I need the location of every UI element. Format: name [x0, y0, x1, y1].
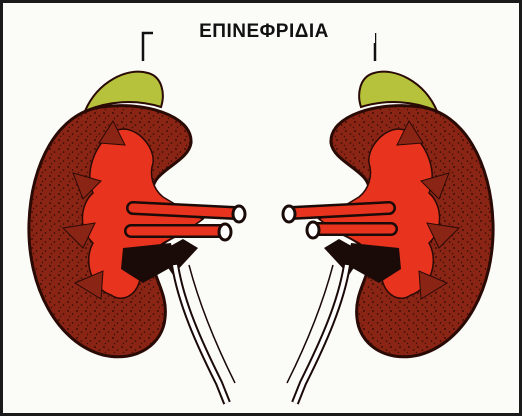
left-kidney [29, 72, 245, 403]
adrenal-glands-label: ΕΠΙΝΕΦΡΙΔΙΑ [153, 21, 375, 43]
right-kidney [283, 72, 493, 403]
kidneys-illustration [3, 3, 519, 413]
